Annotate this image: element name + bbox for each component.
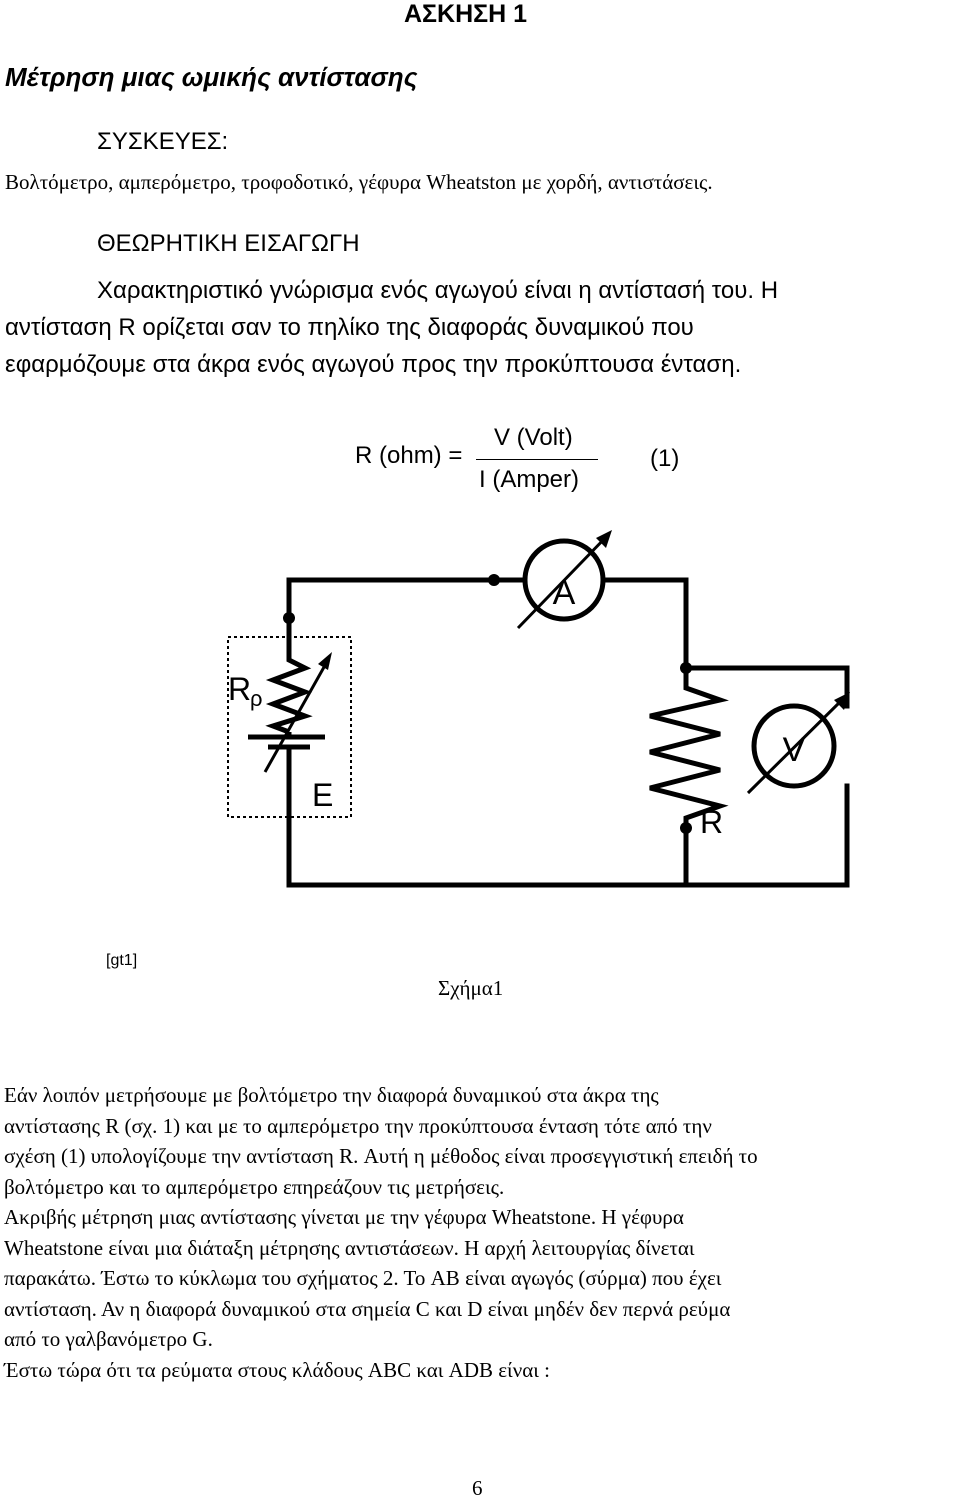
exercise-title: ΑΣΚΗΣΗ 1 [404,0,528,28]
rheostat-arrow [263,659,330,773]
ammeter [516,530,612,630]
theory-heading: ΘΕΩΡΗΤΙΚΗ ΕΙΣΑΓΩΓΗ [97,230,360,257]
wire-bottom [286,745,850,888]
body-line: Ακριβής μέτρηση μιας αντίστασης γίνεται … [4,1205,684,1229]
rheostat-label: R [228,671,251,707]
voltmeter-label: V [783,731,806,769]
intro-line: εφαρμόζουμε στα άκρα ενός αγωγού προς τη… [5,351,742,378]
formula-number: (1) [650,445,680,472]
source-label: E [312,777,333,813]
formula-numerator: V (Volt) [494,424,573,451]
body-line: Έστω τώρα ότι τα ρεύματα στους κλάδους A… [4,1357,550,1382]
body-line: Wheatstone είναι μια διάταξη μέτρησης αν… [4,1235,695,1260]
resistor-symbol [649,668,729,828]
body-line: παρακάτω. Έστω το κύκλωμα του σχήματος 2… [4,1266,722,1290]
body-line: αντίσταση. Αν η διαφορά δυναμικού στα ση… [4,1296,731,1321]
wire-top-left [286,577,528,621]
theory-intro: Χαρακτηριστικό γνώρισμα ενός αγωγού είνα… [5,272,956,383]
voltmeter [746,692,850,795]
formula-denominator: I (Amper) [479,466,580,493]
body-line: από το γαλβανόμετρο G. [4,1327,213,1351]
body-line: Εάν λοιπόν μετρήσουμε με βολτόμετρο την … [4,1083,659,1107]
body-line: αντίστασης R (σχ. 1) και με το αμπερόμετ… [4,1113,712,1138]
wire-top-right [600,577,689,671]
resistor-label: R [700,804,723,840]
figure-caption: Σχήμα1 [438,976,504,1000]
rheostat-symbol [265,618,313,735]
body-line: βολτόμετρο και το αμπερόμετρο επηρεάζουν… [4,1174,505,1199]
equipment-text: Βολτόμετρο, αμπερόμετρο, τροφοδοτικό, γέ… [5,170,713,194]
fraction-bar [476,459,598,460]
figure-code: [gt1] [106,952,138,969]
rheostat-arrowhead [318,652,332,670]
body-text: Εάν λοιπόν μετρήσουμε με βολτόμετρο την … [4,1080,956,1385]
rheostat-subscript: ρ [250,686,263,711]
wire-voltmeter-top [683,665,850,709]
terminal-dot [488,574,500,586]
formula-lhs: R (ohm) = [355,442,463,469]
subtitle: Μέτρηση μιας ωμικής αντίστασης [5,62,418,92]
ammeter-label: A [553,574,576,612]
equipment-heading: ΣΥΣΚΕΥΕΣ: [97,128,229,155]
body-line: σχέση (1) υπολογίζουμε την αντίσταση R. … [4,1144,758,1168]
intro-line: αντίσταση R ορίζεται σαν το πηλίκο της δ… [5,314,694,341]
page-number: 6 [472,1476,483,1500]
intro-line: Χαρακτηριστικό γνώρισμα ενός αγωγού είνα… [97,277,779,304]
